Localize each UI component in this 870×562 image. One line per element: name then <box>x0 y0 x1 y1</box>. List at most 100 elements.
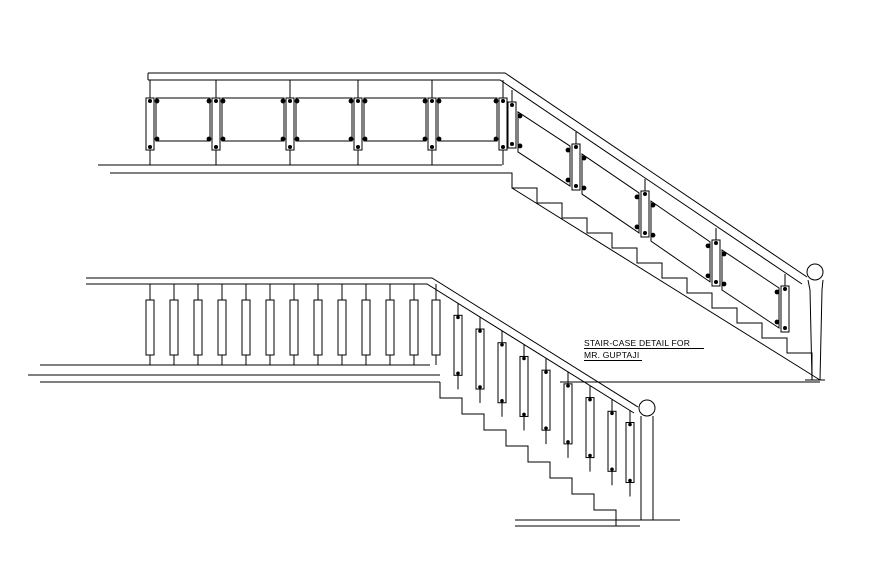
sloped-post <box>507 101 517 149</box>
sloped-glass-clamp <box>565 177 571 183</box>
sloped-post-bolt <box>510 142 514 146</box>
sloped-post <box>571 143 581 191</box>
lower-baluster-railing <box>86 277 680 527</box>
baluster <box>361 299 371 356</box>
upper-post-bolt <box>356 145 360 149</box>
upper-glass-clamp <box>422 98 428 104</box>
upper-post-bolt <box>148 99 152 103</box>
note-client-line: MR. GUPTAJI <box>584 350 639 360</box>
lower-handrail-bottom <box>86 283 635 414</box>
sloped-post-bolt <box>574 145 578 149</box>
upper-post-bolt <box>501 145 505 149</box>
sloped-baluster <box>541 369 551 431</box>
upper-glass-clamp <box>220 98 226 104</box>
sloped-baluster <box>563 383 573 445</box>
sloped-glass-clamp <box>581 155 587 161</box>
sloped-glass-panel <box>721 249 780 329</box>
sloped-glass-clamp <box>517 113 523 119</box>
baluster <box>193 299 203 356</box>
sloped-baluster-bolt <box>610 467 614 472</box>
upper-post-bolt <box>214 145 218 149</box>
sloped-glass-clamp <box>634 194 640 200</box>
upper-post-bolt <box>356 99 360 103</box>
upper-glass-clamp <box>154 98 160 104</box>
sloped-baluster <box>585 397 595 459</box>
sloped-post-bolt <box>714 241 718 245</box>
sloped-post-bolt <box>783 287 787 291</box>
upper-post-bolt <box>430 145 434 149</box>
sloped-glass-clamp <box>774 289 780 295</box>
sloped-glass-clamp <box>705 273 711 279</box>
baluster <box>217 299 227 356</box>
sloped-post <box>640 190 650 238</box>
lower-staircase <box>28 277 820 527</box>
upper-glass-clamp <box>348 98 354 104</box>
upper-glass-clamp <box>493 136 499 142</box>
sloped-baluster-bolt <box>456 371 460 376</box>
sloped-post-bolt <box>643 231 647 235</box>
upper-glass-clamp <box>436 98 442 104</box>
upper-glass-clamp <box>436 136 442 142</box>
sloped-glass-panel <box>581 153 640 234</box>
baluster <box>265 299 275 356</box>
sloped-glass-clamp <box>517 143 523 149</box>
upper-glass-clamp <box>154 136 160 142</box>
upper-glass-clamp <box>294 98 300 104</box>
upper-glass-clamp <box>422 136 428 142</box>
upper-glass-clamp <box>294 136 300 142</box>
upper-glass-clamp <box>348 136 354 142</box>
upper-glass-clamp <box>362 98 368 104</box>
upper-post <box>285 97 295 151</box>
upper-handrail-bottom <box>148 79 803 285</box>
upper-newel-cap <box>806 263 824 281</box>
upper-glass-clamp <box>206 98 212 104</box>
upper-glass-panel <box>295 97 353 142</box>
sloped-baluster-bolt <box>478 385 482 389</box>
sloped-post <box>711 239 721 287</box>
sloped-glass-panel <box>517 111 571 187</box>
sloped-post <box>780 285 790 333</box>
sloped-glass-clamp <box>634 224 640 230</box>
upper-post-bolt <box>430 99 434 103</box>
sloped-post-bolt <box>643 192 647 196</box>
upper-glass-clamp <box>280 136 286 142</box>
sloped-baluster-bolt <box>522 412 526 417</box>
upper-post-bolt <box>288 145 292 149</box>
baluster <box>409 299 419 356</box>
sloped-glass-clamp <box>721 251 727 257</box>
sloped-glass-clamp <box>565 147 571 153</box>
baluster <box>337 299 347 356</box>
sloped-baluster-bolt <box>588 453 592 458</box>
upper-post-bolt <box>501 99 505 103</box>
sloped-baluster <box>519 355 529 417</box>
upper-post <box>353 97 363 151</box>
sloped-baluster-bolt <box>566 384 570 388</box>
upper-glass-clamp <box>493 98 499 104</box>
sloped-baluster-bolt <box>544 370 548 374</box>
upper-glass-panel <box>363 97 427 142</box>
baluster <box>431 299 441 356</box>
upper-post <box>211 97 221 151</box>
sloped-baluster-bolt <box>500 398 504 403</box>
upper-stair-soffit <box>502 172 821 381</box>
sloped-baluster-bolt <box>628 422 632 427</box>
upper-post-bolt <box>214 99 218 103</box>
upper-glass-panel <box>155 97 211 142</box>
baluster <box>241 299 251 356</box>
upper-glass-panel <box>437 97 498 142</box>
note-title-line: STAIR-CASE DETAIL FOR <box>584 338 690 348</box>
sloped-post-bolt <box>574 184 578 188</box>
upper-glass-panel <box>221 97 285 142</box>
sloped-baluster <box>607 410 617 472</box>
upper-post-bolt <box>148 145 152 149</box>
sloped-glass-clamp <box>705 243 711 249</box>
sloped-glass-clamp <box>650 232 656 238</box>
baluster <box>145 299 155 356</box>
upper-glass-clamp <box>220 136 226 142</box>
upper-glass-clamp <box>280 98 286 104</box>
drawing-note: STAIR-CASE DETAIL FOR MR. GUPTAJI <box>584 338 704 361</box>
upper-glass-clamp <box>206 136 212 142</box>
baluster <box>289 299 299 356</box>
baluster <box>313 299 323 356</box>
